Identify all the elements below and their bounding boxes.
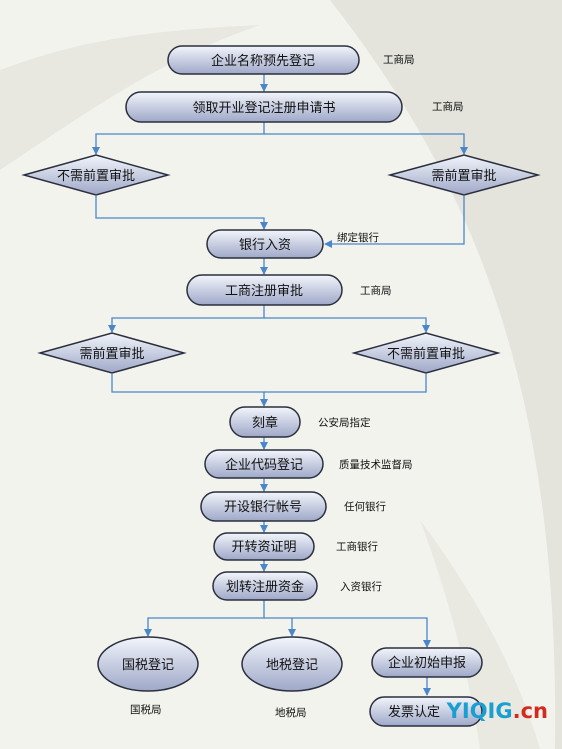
node-name-preregistration: 企业名称预先登记: [167, 45, 360, 75]
node-transfer-capital: 划转注册资金: [212, 571, 318, 601]
arrow-branch-left-2: [108, 305, 265, 333]
decision-need-pre-approval-2: 需前置审批: [37, 332, 187, 374]
note-bureau-1: 工商局: [383, 53, 415, 66]
decision-label: 需前置审批: [431, 168, 496, 184]
node-label: 划转注册资金: [226, 579, 304, 595]
note-bind-bank: 绑定银行: [337, 231, 379, 244]
node-open-account: 开设银行帐号: [200, 491, 327, 522]
node-label: 企业代码登记: [225, 457, 303, 473]
svg-text:YIQIG.cn: YIQIG.cn: [446, 699, 548, 723]
note-bureau-3: 工商局: [360, 284, 392, 297]
arrow-right-to-seal: [264, 374, 427, 393]
node-seal: 刻章: [229, 406, 301, 438]
note-local-bureau: 地税局: [275, 706, 307, 719]
watermark: YIQIG.cn: [446, 699, 548, 723]
decision-need-pre-approval-1: 需前置审批: [387, 154, 541, 196]
node-local-tax: 地税登记: [241, 636, 343, 692]
arrow-branch-declare: [292, 617, 431, 648]
note-national-bureau: 国税局: [130, 703, 162, 716]
connectors: [92, 74, 468, 696]
arrow-branch-left-1: [92, 122, 265, 155]
note-bureau-2: 工商局: [432, 100, 464, 113]
decision-label: 不需前置审批: [387, 346, 465, 362]
arrow-branch-right-2: [264, 317, 430, 333]
decision-no-pre-approval-1: 不需前置审批: [21, 154, 171, 196]
node-label: 发票认定: [388, 704, 440, 720]
node-label: 开设银行帐号: [224, 500, 302, 515]
node-invoice: 发票认定: [369, 696, 483, 727]
decision-label: 需前置审批: [79, 346, 144, 362]
arrow-right-to-bank: [324, 196, 465, 248]
node-label: 开转资证明: [231, 540, 296, 555]
note-any-bank: 任何银行: [344, 500, 386, 513]
arrow-left-to-seal: [111, 374, 268, 407]
watermark-part2: .cn: [513, 699, 548, 723]
watermark-part1: YIQIG: [446, 699, 513, 723]
node-capital-proof: 开转资证明: [213, 532, 315, 561]
node-label: 工商注册审批: [225, 284, 303, 299]
node-initial-declaration: 企业初始申报: [371, 647, 483, 678]
node-bank-capital: 银行入资: [206, 229, 324, 259]
node-commerce-approval: 工商注册审批: [186, 274, 343, 306]
node-label: 企业初始申报: [388, 655, 466, 671]
note-police: 公安局指定: [318, 416, 371, 429]
node-national-tax: 国税登记: [97, 636, 199, 692]
node-label: 地税登记: [266, 658, 318, 673]
node-get-application: 领取开业登记注册申请书: [125, 91, 403, 123]
decision-label: 不需前置审批: [57, 168, 135, 184]
node-label: 企业名称预先登记: [211, 53, 315, 69]
note-capital-bank: 入资银行: [340, 580, 382, 593]
arrow-branch-national: [144, 600, 265, 637]
node-label: 领取开业登记注册申请书: [192, 101, 335, 116]
node-label: 银行入资: [239, 238, 291, 253]
note-commerce-bank: 工商银行: [336, 540, 378, 553]
node-org-code: 企业代码登记: [204, 449, 324, 479]
note-quality: 质量技术监督局: [339, 458, 413, 471]
node-label: 国税登记: [122, 658, 174, 673]
side-notes: 工商局 工商局 绑定银行 工商局 公安局指定 质量技术监督局 任何银行 工商银行…: [130, 53, 464, 719]
node-label: 刻章: [252, 415, 278, 431]
arrow-left-to-bank: [95, 196, 268, 230]
decision-no-pre-approval-2: 不需前置审批: [351, 332, 501, 374]
arrow-branch-right-1: [264, 133, 468, 155]
